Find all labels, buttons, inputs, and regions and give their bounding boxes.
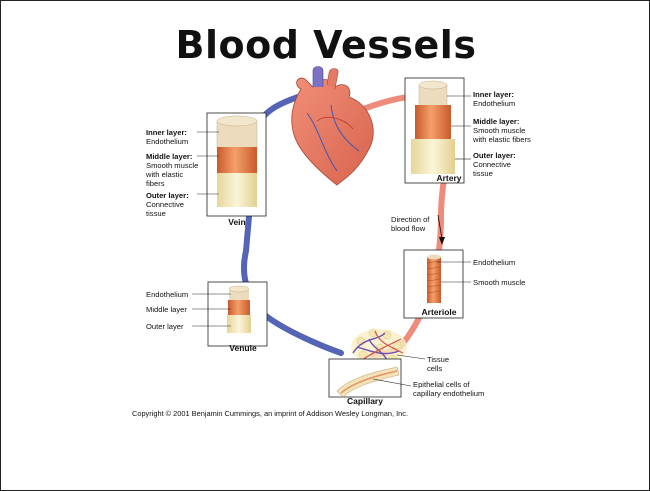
tissue-cells-label: Tissue (427, 355, 449, 364)
copyright-notice: Copyright © 2001 Benjamin Cummings, an i… (132, 409, 408, 418)
vein-outer-text: Connective (146, 200, 184, 209)
artery-middle-text: Smooth muscle (473, 126, 525, 135)
epithelial-label: capillary endothelium (413, 389, 484, 398)
venule-outer-label: Outer layer (146, 322, 184, 331)
flow-direction: Direction of blood flow (391, 215, 445, 245)
artery-middle-text: with elastic fibers (472, 135, 531, 144)
arteriole-panel: Arteriole Endothelium Smooth muscle (404, 250, 525, 318)
venule-panel: Venule Endothelium Middle layer Outer la… (146, 282, 267, 353)
tissue-cells-label: cells (427, 364, 442, 373)
artery-panel: Artery Inner layer: Endothelium Middle l… (405, 78, 531, 183)
vein-outer-text: tissue (146, 209, 166, 218)
vein-middle-text: with elastic (145, 170, 183, 179)
arteriole-endothelium-label: Endothelium (473, 258, 515, 267)
artery-outer-text: Connective (473, 160, 511, 169)
capillary-panel: Capillary Tissue cells Epithelial cells … (329, 355, 484, 406)
arteriole-caption: Arteriole (422, 307, 457, 317)
capillary-caption: Capillary (347, 396, 383, 406)
flow-label: Direction of (391, 215, 430, 224)
artery-caption: Artery (436, 173, 461, 183)
artery-inner-label: Inner layer: (473, 90, 514, 99)
vein-inner-text: Endothelium (146, 137, 188, 146)
venule-endothelium-label: Endothelium (146, 290, 188, 299)
flow-label: blood flow (391, 224, 426, 233)
vein-middle-text: Smooth muscle (146, 161, 198, 170)
arteriole-muscle-label: Smooth muscle (473, 278, 525, 287)
artery-outer-label: Outer layer: (473, 151, 516, 160)
vein-panel: Vein Inner layer: Endothelium Middle lay… (145, 113, 266, 227)
artery-outer-text: tissue (473, 169, 493, 178)
artery-middle-label: Middle layer: (473, 117, 519, 126)
vein-middle-text: fibers (146, 179, 165, 188)
epithelial-label: Epithelial cells of (413, 380, 470, 389)
venule-caption: Venule (229, 343, 257, 353)
vein-caption: Vein (228, 217, 245, 227)
artery-inner-text: Endothelium (473, 99, 515, 108)
heart (292, 67, 374, 186)
vein-inner-label: Inner layer: (146, 128, 187, 137)
vein-middle-label: Middle layer: (146, 152, 192, 161)
vein-outer-label: Outer layer: (146, 191, 189, 200)
venule-middle-label: Middle layer (146, 305, 187, 314)
